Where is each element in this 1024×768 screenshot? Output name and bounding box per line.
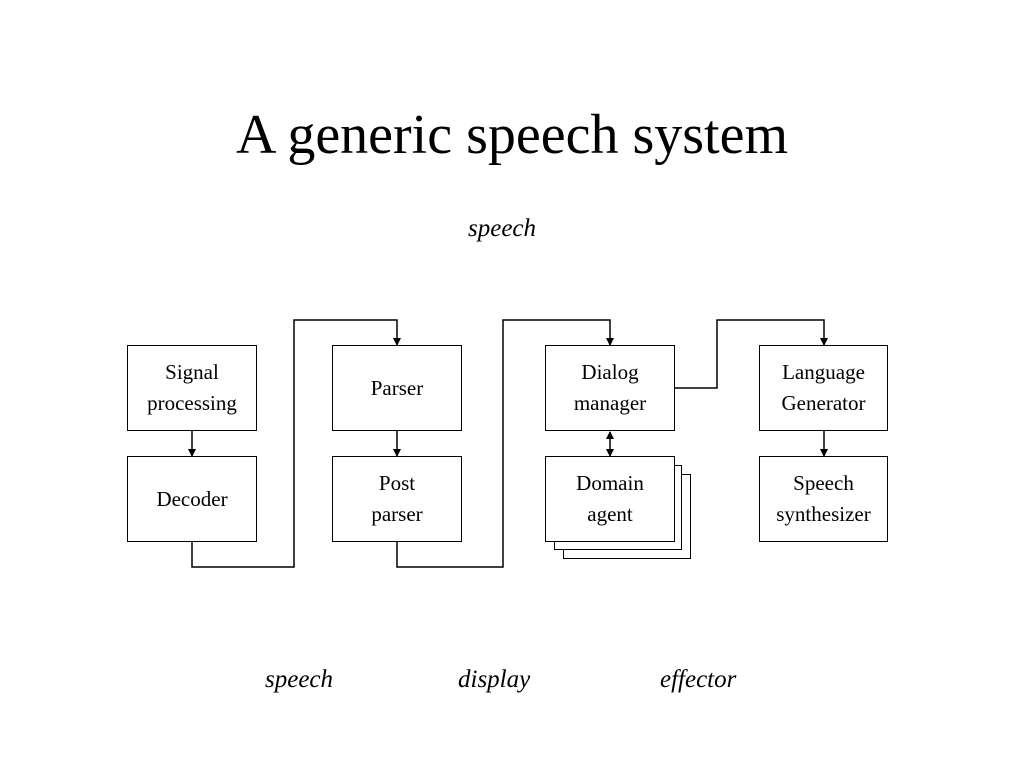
label-effector-output: effector — [660, 666, 737, 693]
box-speech-synthesizer-line1: Speech — [793, 471, 854, 495]
wire-decoder-to-parser — [191, 319, 401, 568]
box-language-generator-line2: Generator — [781, 391, 866, 415]
box-domain-agent: Domain agent — [545, 456, 675, 542]
box-signal-processing-line2: processing — [147, 391, 237, 415]
box-speech-synthesizer-line2: synthesizer — [776, 502, 871, 526]
box-domain-agent-line1: Domain — [576, 471, 644, 495]
box-decoder: Decoder — [127, 456, 257, 542]
box-parser: Parser — [332, 345, 462, 431]
box-signal-processing: Signal processing — [127, 345, 257, 431]
page-title: A generic speech system — [235, 104, 789, 166]
box-dialog-manager-line2: manager — [573, 391, 647, 415]
box-language-generator-line1: Language — [782, 360, 865, 384]
box-post-parser-line1: Post — [378, 471, 416, 495]
box-signal-processing-line1: Signal — [165, 360, 219, 384]
box-language-generator: Language Generator — [759, 345, 888, 431]
box-decoder-label: Decoder — [156, 486, 228, 511]
label-display-output: display — [458, 666, 531, 693]
box-domain-agent-line2: agent — [587, 502, 633, 526]
box-post-parser-line2: parser — [371, 502, 423, 526]
label-speech-input: speech — [468, 215, 537, 242]
box-post-parser: Post parser — [332, 456, 462, 542]
wire-postparser-to-dialog — [396, 319, 614, 568]
box-dialog-manager-line1: Dialog — [581, 360, 639, 384]
label-speech-output: speech — [265, 666, 334, 693]
box-dialog-manager: Dialog manager — [545, 345, 675, 431]
box-speech-synthesizer: Speech synthesizer — [759, 456, 888, 542]
box-parser-label: Parser — [370, 375, 424, 400]
wire-dialog-to-langgen — [674, 319, 828, 389]
